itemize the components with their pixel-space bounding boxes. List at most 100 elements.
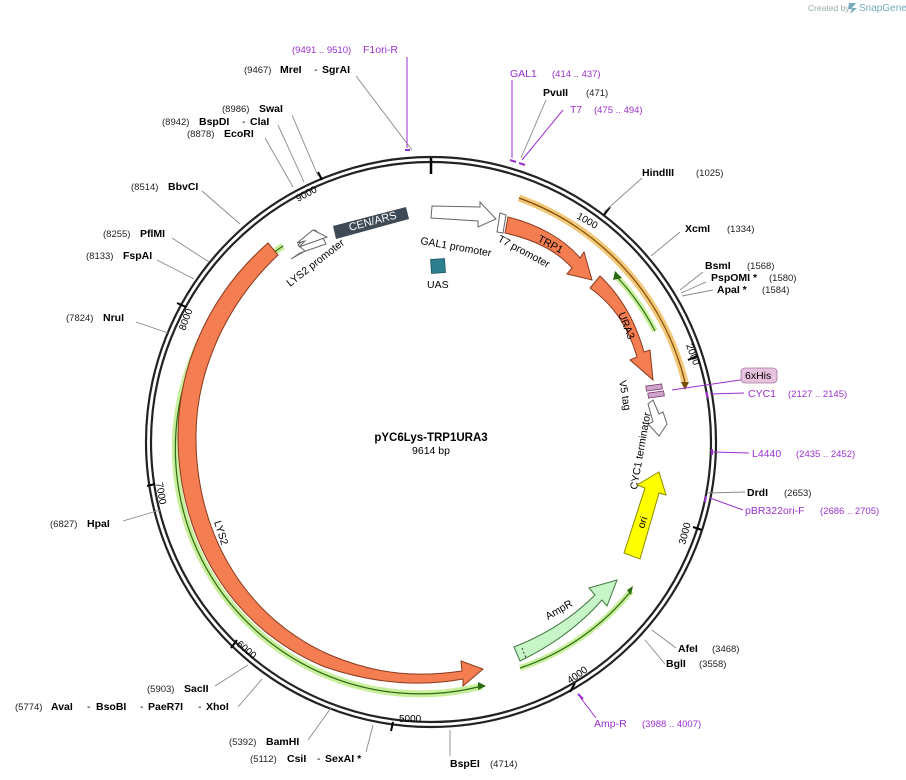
primer-amp-r[interactable]: Amp-R (3988 .. 4007): [594, 718, 701, 730]
primer-l4440[interactable]: L4440 (2435 .. 2452): [752, 448, 855, 460]
enzyme-name: BsmI: [705, 260, 731, 272]
ampr-feature[interactable]: [513, 579, 618, 662]
enzyme-pos: (3558): [699, 659, 726, 670]
enzyme-name: NruI: [103, 312, 124, 324]
enzyme-name: CsiI: [287, 753, 306, 765]
lys2-span-arrow: [478, 682, 486, 690]
enzyme-pos: (1584): [762, 285, 789, 296]
enzyme-pos: (8133): [86, 251, 113, 262]
primer-pos: (9491 .. 9510): [292, 45, 351, 56]
primer-pos: (414 .. 437): [552, 69, 601, 80]
enzyme-bspdi-clai[interactable]: (8942) BspDI - ClaI: [162, 116, 269, 128]
primer-name: pBR322ori-F: [745, 505, 805, 517]
enzyme-hpai[interactable]: (6827) HpaI: [50, 518, 110, 530]
lys2-feature[interactable]: [177, 242, 484, 688]
enzyme-swai[interactable]: (8986) SwaI: [222, 103, 283, 115]
tick-marks: [146, 171, 703, 732]
cyc1-terminator-feature[interactable]: [647, 399, 668, 437]
enzyme-name: BbvCI: [168, 181, 198, 193]
ura3-feature[interactable]: [589, 275, 654, 382]
enzyme-bgli[interactable]: BglI (3558): [666, 658, 726, 670]
trp1-feature[interactable]: [504, 216, 593, 281]
enzyme-name2: SgrAI: [322, 64, 350, 76]
enzyme-name: BglI: [666, 658, 686, 670]
enzyme-name: HpaI: [87, 518, 110, 530]
ura3-span-arrow: [613, 271, 622, 280]
primer-gal1[interactable]: GAL1 (414 .. 437): [510, 68, 601, 80]
enzyme-name: DrdI: [747, 487, 768, 499]
enzyme-name2: BsoBI: [96, 701, 126, 713]
ampr-promoter-mark: [521, 647, 527, 659]
plasmid-name: pYC6Lys-TRP1URA3: [374, 432, 487, 444]
enzyme-nrui[interactable]: (7824) NruI: [66, 312, 124, 324]
primer-pos: (475 .. 494): [594, 105, 643, 116]
tick-label-8000: 8000: [177, 307, 195, 332]
enzyme-fspai[interactable]: (8133) FspAI: [86, 250, 152, 262]
watermark-product: SnapGene: [859, 3, 906, 14]
ampr-span-arrow: [627, 586, 633, 595]
uas-label: UAS: [427, 279, 449, 291]
ampr-span-arc: [519, 589, 634, 671]
enzyme-hindiii[interactable]: HindIII (1025): [642, 167, 723, 179]
enzyme-sacii[interactable]: (5903) SacII: [147, 683, 209, 695]
his-tag-badge[interactable]: [740, 367, 778, 384]
primer-name: T7: [570, 104, 582, 116]
enzyme-pos: (1568): [747, 261, 774, 272]
primer-name: F1ori-R: [363, 44, 398, 56]
primer-sites: [405, 149, 713, 700]
enzyme-bamhi[interactable]: (5392) BamHI: [229, 736, 299, 748]
enzyme-ecori[interactable]: (8878) EcoRI: [187, 128, 254, 140]
enzyme-drdi[interactable]: DrdI (2653): [747, 487, 811, 499]
enzyme-bsmi[interactable]: BsmI (1568): [705, 260, 774, 272]
trp1-span-arrow: [681, 382, 689, 390]
enzyme-pos: (1580): [769, 273, 796, 284]
enzyme-name: FspAI: [123, 250, 152, 262]
tick-label-7000: 7000: [153, 482, 168, 506]
enzyme-name: EcoRI: [224, 128, 254, 140]
enzyme-pos: (2653): [784, 488, 811, 499]
enzyme-csii-sexai[interactable]: (5112) CsiI - SexAI *: [250, 753, 362, 765]
v5-tag-feature[interactable]: [645, 383, 663, 392]
uas-feature[interactable]: [430, 258, 446, 274]
enzyme-apai[interactable]: ApaI * (1584): [717, 284, 789, 296]
v5-tag-label: V5 tag: [616, 379, 633, 411]
lys2-promoter-arrow: [296, 229, 329, 248]
enzyme-sep: -: [87, 701, 91, 713]
enzyme-pvuii[interactable]: PvuII (471): [543, 87, 608, 99]
primer-pos: (3988 .. 4007): [642, 719, 701, 730]
primer-cyc1[interactable]: CYC1 (2127 .. 2145): [748, 388, 847, 400]
enzyme-bbvci[interactable]: (8514) BbvCI: [131, 181, 198, 193]
primer-pbr322ori-f[interactable]: pBR322ori-F (2686 .. 2705): [745, 505, 879, 517]
enzyme-name: BamHI: [266, 736, 299, 748]
enzyme-bspei[interactable]: BspEI (4714): [450, 758, 517, 770]
enzyme-pflmi[interactable]: (8255) PflMI: [103, 228, 165, 240]
enzyme-name3: PaeR7I: [148, 701, 183, 713]
enzyme-xcmi[interactable]: XcmI (1334): [685, 223, 754, 235]
primer-name: Amp-R: [594, 718, 627, 730]
primer-f1ori-r[interactable]: (9491 .. 9510) F1ori-R: [292, 44, 398, 56]
primer-t7[interactable]: T7 (475 .. 494): [570, 104, 643, 116]
enzyme-pos: (8986): [222, 104, 249, 115]
enzyme-pos: (1334): [727, 224, 754, 235]
snapgene-logo-icon: [848, 3, 857, 14]
enzyme-pos: (4714): [490, 759, 517, 770]
enzyme-avai-group[interactable]: (5774) AvaI - BsoBI - PaeR7I - XhoI: [15, 701, 229, 713]
primer-name: GAL1: [510, 68, 537, 80]
enzyme-pos: (6827): [50, 519, 77, 530]
t7-promoter-feature[interactable]: [496, 212, 507, 234]
enzyme-pspomi[interactable]: PspOMI * (1580): [711, 272, 796, 284]
enzyme-name: PvuII: [543, 87, 568, 99]
primer-pos: (2686 .. 2705): [820, 506, 879, 517]
enzyme-afei[interactable]: AfeI (3468): [678, 643, 739, 655]
plasmid-size: 9614 bp: [412, 445, 450, 457]
ori-feature[interactable]: [623, 471, 667, 560]
enzyme-mrei-sgrai[interactable]: (9467) MreI - SgrAI: [244, 64, 350, 76]
enzyme-name2: ClaI: [250, 116, 269, 128]
enzyme-pos: (5774): [15, 702, 42, 713]
enzyme-pos: (5903): [147, 684, 174, 695]
gal1-promoter-feature[interactable]: [430, 200, 497, 228]
tick-label-4000: 4000: [565, 664, 590, 686]
cen-ars-feature[interactable]: [333, 207, 409, 239]
enzyme-name: SacII: [184, 683, 209, 695]
his-tag-feature[interactable]: [647, 390, 665, 399]
